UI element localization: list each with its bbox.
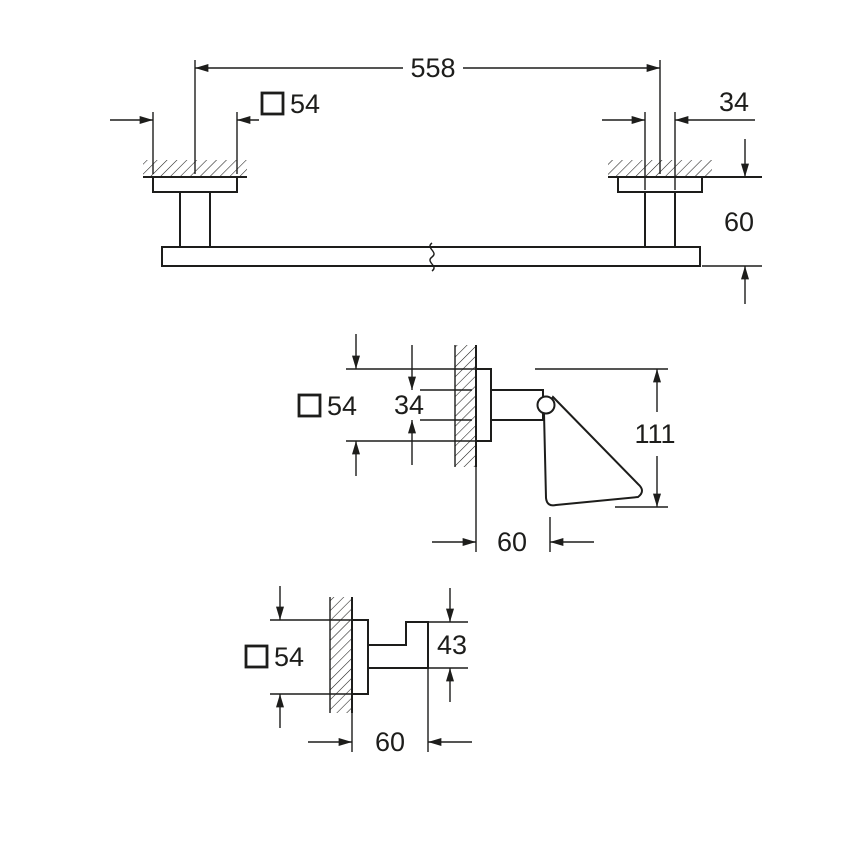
dim-label-depth: 60	[497, 527, 527, 557]
dim-label-length: 558	[410, 53, 455, 83]
square-dimension-icon	[297, 393, 322, 418]
paper-flap	[542, 395, 643, 507]
dim-label-height: 111	[634, 419, 675, 449]
post-right	[644, 191, 676, 248]
robe-hook-view: 54 43 60	[244, 586, 472, 757]
dim-depth-60-holder: 60	[432, 467, 594, 557]
dim-post-34-towel: 34	[602, 87, 755, 190]
wall-hatching	[330, 597, 352, 713]
post-left	[179, 191, 211, 248]
square-dimension-icon	[244, 644, 269, 669]
dim-square-54-hook: 54	[244, 586, 352, 728]
pivot-joint	[536, 395, 556, 415]
dim-label-square: 54	[290, 89, 320, 119]
dim-square-54-towel: 54	[110, 89, 320, 174]
dim-label-square: 54	[327, 391, 357, 421]
towel-rail-bar	[161, 246, 701, 267]
dim-post-34-holder: 34	[394, 345, 472, 465]
dim-label-depth: 60	[375, 727, 405, 757]
dim-length-558: 558	[194, 53, 661, 174]
wall-plate	[475, 368, 492, 442]
dim-label-height: 43	[437, 630, 467, 660]
dim-square-54-holder: 54	[297, 334, 476, 476]
dim-label-post-width: 34	[719, 87, 749, 117]
square-dimension-icon	[260, 91, 285, 116]
wall-hatching	[455, 345, 476, 467]
hook-body	[367, 621, 429, 669]
dim-depth-60-hook: 60	[308, 668, 472, 757]
dim-height-111: 111	[535, 368, 676, 508]
wall-plate	[351, 619, 369, 695]
dim-label-square: 54	[274, 642, 304, 672]
escutcheon-left	[152, 176, 238, 193]
holder-post	[490, 389, 544, 421]
dim-depth-60-towel: 60	[702, 139, 762, 304]
towel-bar-view: 558 54 34 60	[110, 53, 762, 304]
escutcheon-right	[617, 176, 703, 193]
dim-label-depth: 60	[724, 207, 754, 237]
dim-label-post-width: 34	[394, 390, 424, 420]
paper-holder-view: 54 34 111 60	[297, 334, 676, 557]
break-symbol	[429, 242, 435, 272]
dim-height-43: 43	[428, 588, 468, 702]
